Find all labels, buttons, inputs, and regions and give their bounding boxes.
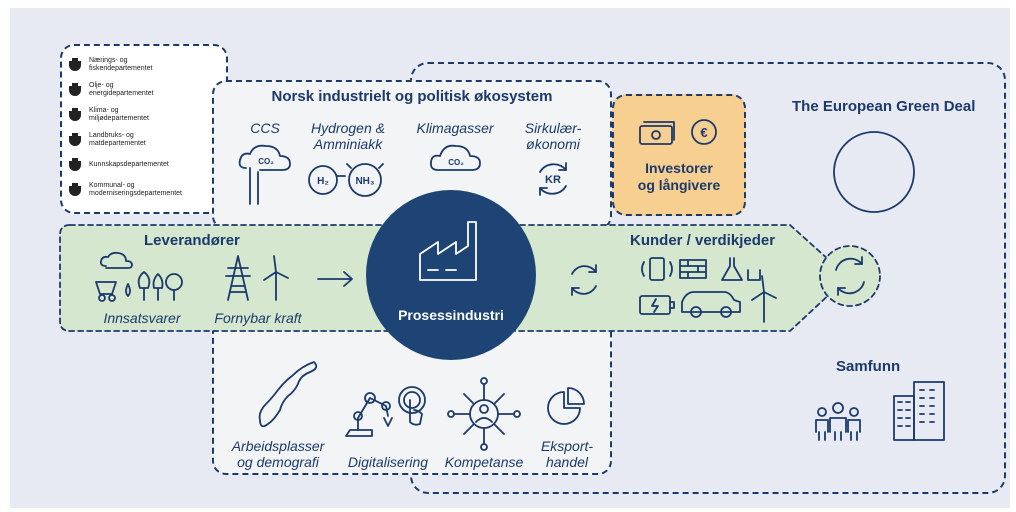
hydrogen-line2: Amminiakk [313, 136, 383, 152]
samfunn-title: Samfunn [836, 358, 901, 375]
factory-icon [419, 221, 477, 281]
co2-text: CO₂ [258, 157, 274, 166]
ministry-name: Klima- og [89, 106, 119, 114]
ministry-name: fiskeridepartementet [89, 64, 153, 72]
h2-nh3-molecule-icon: H₂ NH₃ [308, 163, 384, 197]
eksport-line1: Eksport- [540, 438, 594, 454]
cycle-arrows-icon [571, 264, 597, 296]
customer-products-icon [639, 257, 777, 323]
hydrogen-line1: Hydrogen & [311, 120, 385, 136]
klimagasser-label: Klimagasser [416, 120, 494, 136]
norway-map-icon [258, 361, 318, 428]
process-industry-circle [366, 190, 536, 360]
co2-cloud-chimney-icon: CO₂ [238, 144, 291, 205]
eksport-label: Eksport- handel [532, 438, 602, 470]
pie-chart-icon [547, 387, 585, 425]
nh3-text: NH₃ [355, 176, 374, 187]
ecosystem-title: Norsk industrielt og politisk økosystem [271, 88, 553, 105]
robot-arm-touch-icon [345, 386, 426, 437]
fornybar-label: Fornybar kraft [214, 310, 302, 326]
process-industry-label: Prosessindustri [398, 307, 504, 323]
suppliers-title: Leverandører [144, 232, 240, 249]
circular-economy-icon [819, 245, 881, 307]
arbeidsplasser-line2: og demografi [237, 454, 319, 470]
customers-title: Kunder / verdikjeder [630, 232, 776, 249]
ministry-name: matdepartementet [89, 139, 146, 147]
coat-of-arms-icon [68, 132, 82, 147]
kr-text: KR [545, 174, 561, 186]
hydrogen-label: Hydrogen & Amminiakk [300, 120, 396, 152]
coat-of-arms-icon [68, 107, 82, 122]
ministry-name: Nærings- og [89, 56, 128, 64]
coat-of-arms-icon [68, 82, 82, 97]
ministry-name: Kommunal- og [89, 181, 135, 189]
innsatsvarer-label: Innsatsvarer [103, 310, 181, 326]
circular-kr-icon: KR [539, 162, 567, 196]
green-deal-title: The European Green Deal [792, 98, 976, 115]
ministry-name: miljødepartementet [89, 114, 149, 122]
ministry-name: Kunnskapsdepartementet [89, 160, 169, 168]
investors-line1: Investorer [645, 160, 713, 176]
ministry-name: Olje- og [89, 81, 114, 89]
sirkulaer-line2: økonomi [526, 136, 580, 152]
arbeidsplasser-line1: Arbeidsplasser [231, 438, 325, 454]
investors-line2: og långivere [637, 177, 721, 193]
coat-of-arms-icon [68, 182, 82, 197]
co2-text: CO₂ [448, 158, 464, 167]
investors-box [612, 94, 746, 216]
ministry-item: Kunnskapsdepartementet [68, 152, 209, 177]
eksport-line2: handel [545, 454, 589, 470]
co2-cloud-icon: CO₂ [429, 144, 481, 171]
digitalisering-label: Digitalisering [347, 454, 429, 470]
money-euro-icon: € [639, 119, 717, 145]
arrow-right-icon [317, 271, 353, 287]
investors-label: Investorer og långivere [612, 160, 746, 194]
kompetanse-label: Kompetanse [444, 454, 524, 470]
h2-text: H₂ [317, 176, 329, 187]
arbeidsplasser-label: Arbeidsplasser og demografi [220, 438, 336, 470]
ministries-box [60, 44, 228, 214]
sirkulaer-label: Sirkulær- økonomi [518, 120, 588, 152]
competence-network-icon [447, 377, 521, 451]
ministry-name: energidepartementet [89, 89, 154, 97]
coat-of-arms-icon [68, 57, 82, 72]
eu-circle-icon [833, 131, 915, 213]
power-pylon-wind-icon [225, 255, 289, 301]
coat-of-arms-icon [68, 157, 82, 172]
raw-materials-icon [95, 251, 183, 302]
ccs-label: CCS [250, 120, 280, 136]
sirkulaer-line1: Sirkulær- [524, 120, 582, 136]
ministry-name: Landbruks- og [89, 131, 134, 139]
society-people-buildings-icon [815, 381, 945, 441]
ministry-name: moderniseringsdepartementet [89, 189, 182, 197]
euro-text: € [700, 125, 707, 140]
